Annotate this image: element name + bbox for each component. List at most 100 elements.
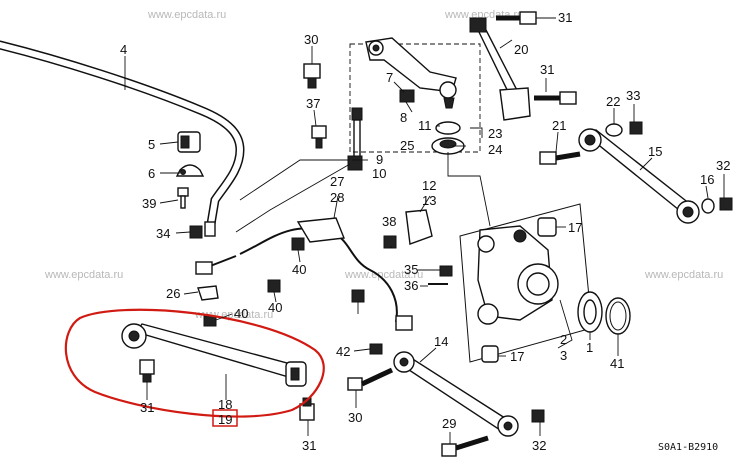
trailing-link[interactable] [121, 323, 307, 387]
washer-22[interactable] [605, 123, 623, 137]
stabilizer-link[interactable] [347, 107, 363, 171]
callout-13[interactable]: 13 [422, 193, 436, 208]
callout-32-bottom[interactable]: 32 [532, 438, 546, 453]
nut-8[interactable] [399, 89, 415, 103]
callout-31-mid[interactable]: 31 [540, 62, 554, 77]
callout-30-bottom[interactable]: 30 [348, 410, 362, 425]
callout-17-bottom[interactable]: 17 [510, 349, 524, 364]
bolt-40-c[interactable] [203, 315, 217, 327]
harness-bracket-27[interactable] [296, 217, 345, 243]
callout-25[interactable]: 25 [400, 138, 414, 153]
watermark-4: www.epcdata.ru [344, 269, 423, 281]
bolt-30-bottom[interactable] [347, 367, 394, 391]
bolt-37[interactable] [311, 125, 327, 149]
lower-arm-a[interactable] [393, 351, 519, 437]
callout-10[interactable]: 10 [372, 166, 386, 181]
callout-21[interactable]: 21 [552, 118, 566, 133]
callout-22[interactable]: 22 [606, 94, 620, 109]
callout-41[interactable]: 41 [610, 356, 624, 371]
callout-6[interactable]: 6 [148, 166, 155, 181]
callout-14[interactable]: 14 [434, 334, 448, 349]
callout-16[interactable]: 16 [700, 172, 714, 187]
bracket-12[interactable] [405, 209, 433, 245]
callout-15[interactable]: 15 [648, 144, 662, 159]
callout-24[interactable]: 24 [488, 142, 502, 157]
arm-bracket[interactable] [499, 87, 531, 121]
bolt-40-d[interactable] [351, 289, 365, 303]
callout-9[interactable]: 9 [376, 152, 383, 167]
callout-40-b[interactable]: 40 [268, 300, 282, 315]
stabilizer-bushing[interactable] [177, 131, 201, 153]
callout-26[interactable]: 26 [166, 286, 180, 301]
callout-33[interactable]: 33 [626, 88, 640, 103]
callout-38[interactable]: 38 [382, 214, 396, 229]
bolt-31-right[interactable] [299, 397, 315, 421]
bolt-40-b[interactable] [267, 279, 281, 293]
boot-25[interactable] [431, 137, 465, 155]
callout-27[interactable]: 27 [330, 174, 344, 189]
bolt-31-top[interactable] [496, 11, 537, 25]
bolt-31-left[interactable] [139, 359, 155, 383]
callout-35[interactable]: 35 [404, 262, 418, 277]
callout-31-top[interactable]: 31 [558, 10, 572, 25]
callout-17-top[interactable]: 17 [568, 220, 582, 235]
callout-30-top[interactable]: 30 [304, 32, 318, 47]
nut-32-bottom[interactable] [531, 409, 545, 423]
callout-18[interactable]: 18 [218, 397, 232, 412]
snap-ring[interactable] [605, 297, 631, 335]
callout-32-right[interactable]: 32 [716, 158, 730, 173]
bolt-42[interactable] [369, 343, 383, 355]
callout-4[interactable]: 4 [120, 42, 127, 57]
callouts: 4 5 6 39 34 30 37 9 10 27 28 12 13 7 8 1… [120, 10, 730, 453]
bolt-38[interactable] [383, 235, 397, 249]
bolt-39[interactable] [177, 187, 189, 209]
hub-bearing[interactable] [577, 291, 603, 333]
callout-40-a[interactable]: 40 [292, 262, 306, 277]
bolt-40-a[interactable] [291, 237, 305, 251]
callout-19[interactable]: 19 [218, 412, 232, 427]
callout-37[interactable]: 37 [306, 96, 320, 111]
callout-31-right[interactable]: 31 [302, 438, 316, 453]
callout-3[interactable]: 3 [560, 348, 567, 363]
callout-42[interactable]: 42 [336, 344, 350, 359]
bolt-31-mid[interactable] [534, 91, 577, 105]
knuckle[interactable] [477, 225, 559, 325]
bushing-holder[interactable] [175, 164, 205, 177]
abs-wiring[interactable] [195, 227, 413, 331]
watermark-1: www.epcdata.ru [147, 9, 226, 21]
clip-26[interactable] [197, 285, 219, 301]
callout-40-left[interactable]: 40 [234, 306, 248, 321]
callout-29[interactable]: 29 [442, 416, 456, 431]
callout-2[interactable]: 2 [560, 332, 567, 347]
callout-7[interactable]: 7 [386, 70, 393, 85]
callout-8[interactable]: 8 [400, 110, 407, 125]
bolt-30-top[interactable] [303, 63, 321, 89]
stabilizer-bar[interactable] [0, 40, 245, 237]
washer-16[interactable] [701, 198, 715, 214]
nut-33[interactable] [629, 121, 643, 135]
callout-1[interactable]: 1 [586, 340, 593, 355]
callout-5[interactable]: 5 [148, 137, 155, 152]
nut-35[interactable] [439, 265, 453, 277]
boot-11[interactable] [435, 121, 461, 135]
upper-arm[interactable] [365, 37, 457, 109]
callout-11[interactable]: 11 [418, 118, 432, 133]
callout-34[interactable]: 34 [156, 226, 170, 241]
callout-31-left[interactable]: 31 [140, 400, 154, 415]
nut-34[interactable] [189, 225, 203, 239]
callout-12[interactable]: 12 [422, 178, 436, 193]
bolt-29[interactable] [441, 435, 489, 457]
nut-32-right[interactable] [719, 197, 733, 211]
lower-arm-b[interactable] [578, 128, 700, 224]
bolt-21[interactable] [539, 151, 581, 165]
highlight-box-19 [212, 409, 238, 427]
compensator-arm[interactable] [469, 17, 523, 105]
callout-36[interactable]: 36 [404, 278, 418, 293]
highlight-circle [64, 308, 325, 418]
bushing-17-top[interactable] [537, 217, 557, 237]
callout-28[interactable]: 28 [330, 190, 344, 205]
callout-20[interactable]: 20 [514, 42, 528, 57]
bushing-17-bottom[interactable] [481, 345, 499, 363]
callout-39[interactable]: 39 [142, 196, 156, 211]
callout-23[interactable]: 23 [488, 126, 502, 141]
